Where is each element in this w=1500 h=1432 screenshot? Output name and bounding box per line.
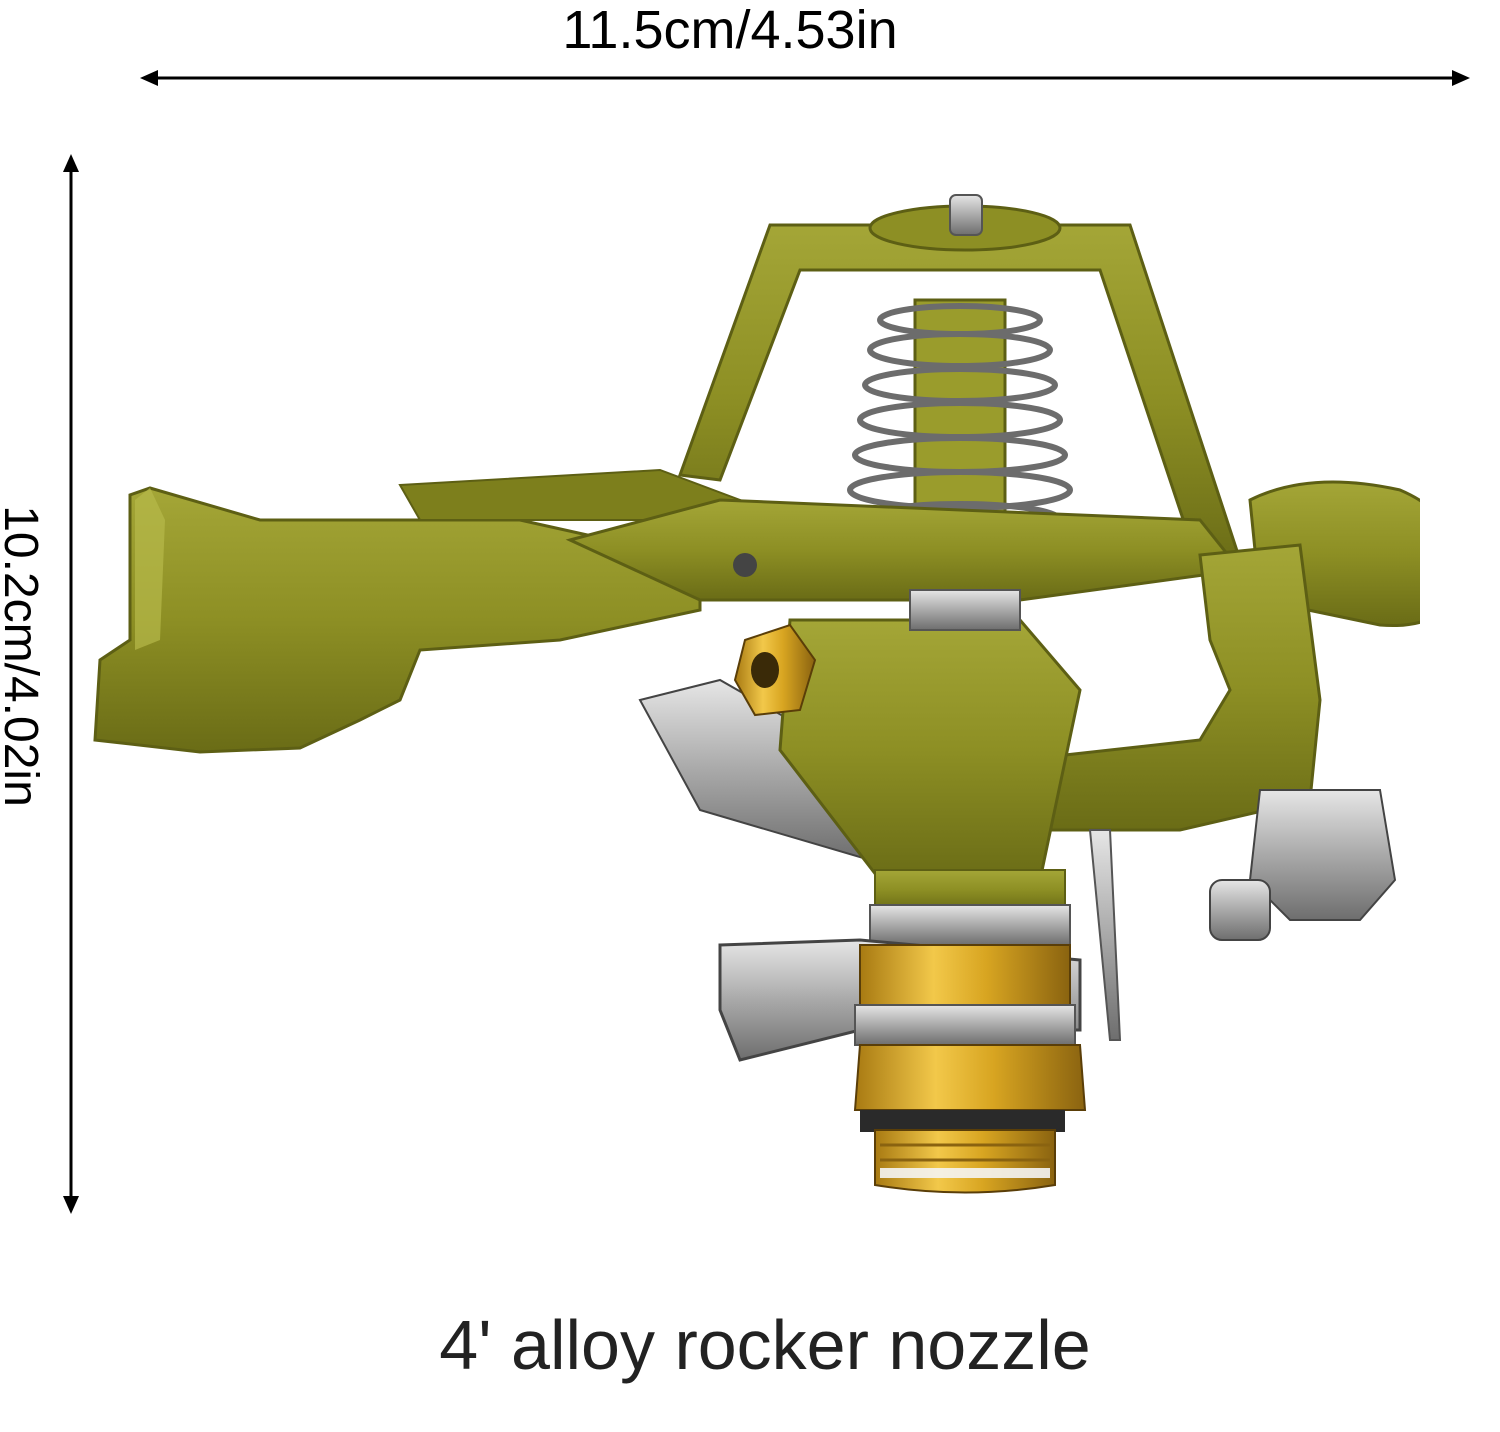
central-body (733, 589, 1082, 882)
rocker-arm (93, 468, 743, 754)
nozzle (733, 623, 817, 717)
right-bracket (1018, 543, 1397, 1041)
height-dimension-text: 10.2cm/4.02in (0, 505, 47, 807)
frame-bridge (677, 194, 1242, 572)
threaded-base (718, 869, 1087, 1194)
product-caption: 4' alloy rocker nozzle (439, 1306, 1091, 1384)
width-dimension-label: 11.5cm/4.53in (0, 0, 1460, 60)
height-dimension-label: 10.2cm/4.02in (0, 406, 50, 906)
height-arrow (63, 154, 79, 1214)
width-dimension-text: 11.5cm/4.53in (562, 0, 898, 60)
width-arrow (140, 70, 1470, 86)
cross-bar (565, 498, 1243, 602)
sprinkler-image (93, 194, 1420, 1194)
